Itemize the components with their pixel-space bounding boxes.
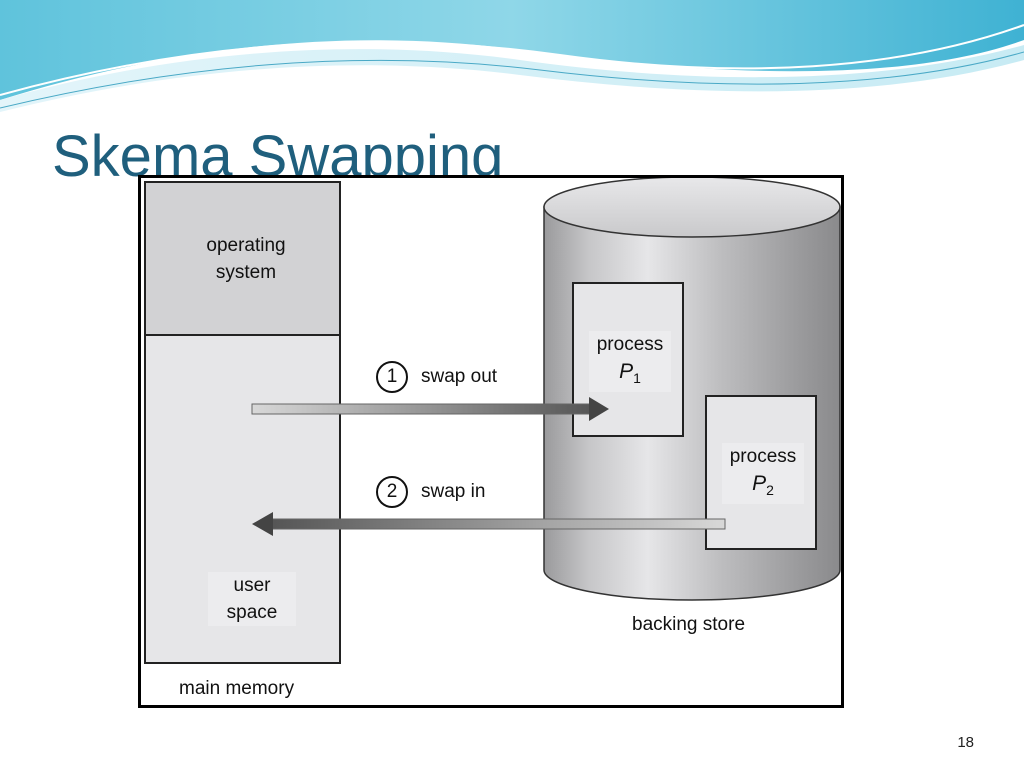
os-label-line-1: operating <box>206 235 286 256</box>
user-space-label-line-1: user <box>233 575 271 596</box>
process-p2-name: P2 <box>752 472 774 498</box>
step-1-label: swap out <box>421 366 498 387</box>
process-p1-name: P1 <box>619 360 641 386</box>
page-number: 18 <box>957 734 974 751</box>
step-1-marker: 1 <box>376 361 408 393</box>
user-space-label-line-2: space <box>226 602 278 623</box>
swap-out-arrow <box>251 397 609 421</box>
os-label-line-2: system <box>215 262 277 283</box>
os-label: operating system <box>186 232 306 286</box>
process-p2-text: process <box>729 446 797 467</box>
main-memory-label: main memory <box>179 678 295 699</box>
step-2-label: swap in <box>421 481 486 502</box>
swap-in-arrow <box>252 512 726 536</box>
process-p1-text: process <box>596 334 664 355</box>
process-p1-label: process P1 <box>589 331 671 392</box>
step-2-marker: 2 <box>376 476 408 508</box>
header-wave-decoration <box>0 0 1024 112</box>
swapping-diagram: operating system user space main memory … <box>138 175 844 708</box>
user-space-label: user space <box>208 572 296 626</box>
process-p2-label: process P2 <box>722 443 804 504</box>
os-segment <box>144 181 341 336</box>
backing-store-label: backing store <box>632 614 746 635</box>
